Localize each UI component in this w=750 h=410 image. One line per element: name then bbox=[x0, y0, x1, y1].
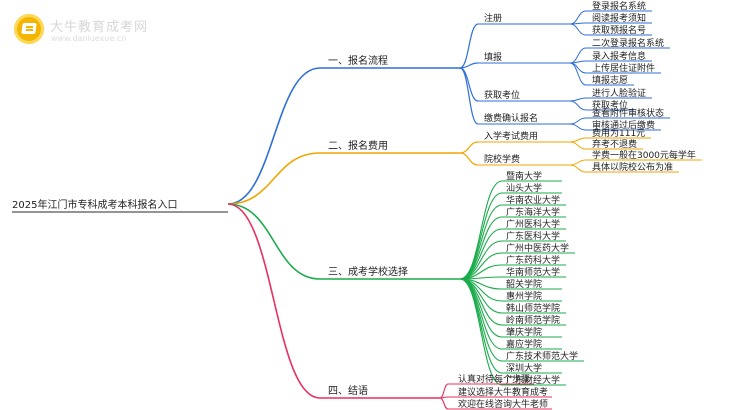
branch-connector bbox=[227, 67, 321, 205]
leaf-connector bbox=[569, 123, 587, 131]
conclusion-connector bbox=[439, 383, 449, 399]
school-connector bbox=[459, 278, 503, 374]
logo-icon bbox=[14, 14, 44, 44]
step-connector bbox=[459, 152, 479, 166]
leaf-label: 登录报名系统 bbox=[592, 0, 646, 12]
school-item: 韩山师范学院 bbox=[506, 302, 560, 314]
conclusion-item: 欢迎在线咨询大牛老师 bbox=[458, 398, 548, 410]
leaf-connector bbox=[569, 23, 587, 36]
branch-label: 三、成考学校选择 bbox=[328, 265, 408, 278]
school-item: 广州医科大学 bbox=[506, 218, 560, 230]
watermark: 大牛教育成考网 www.daniuexue.cn bbox=[14, 14, 194, 48]
leaf-connector bbox=[569, 164, 587, 173]
leaf-label: 查看附件审核状态 bbox=[592, 107, 664, 119]
school-item: 广东财经大学 bbox=[506, 374, 560, 386]
leaf-label: 学费一般在3000元每学年 bbox=[592, 149, 696, 161]
school-item: 华南师范大学 bbox=[506, 266, 560, 278]
school-item: 深圳大学 bbox=[506, 362, 542, 374]
watermark-title: 大牛教育成考网 bbox=[50, 20, 149, 35]
school-item: 暨南大学 bbox=[506, 170, 542, 182]
step-label: 填报 bbox=[484, 51, 502, 63]
leaf-connector bbox=[569, 97, 587, 102]
leaf-label: 填报志愿 bbox=[592, 74, 628, 86]
leaf-connector bbox=[569, 141, 587, 150]
leaf-label: 审核通过后缴费 bbox=[592, 119, 655, 131]
watermark-url: www.daniuexue.cn bbox=[51, 34, 127, 43]
leaf-label: 获取预报名号 bbox=[592, 24, 646, 36]
root-node: 2025年江门市专科成考本科报名入口 bbox=[12, 198, 177, 211]
leaf-connector bbox=[569, 62, 587, 86]
school-item: 汕头大学 bbox=[506, 182, 542, 194]
leaf-label: 获取考位 bbox=[592, 99, 628, 111]
step-connector bbox=[459, 23, 479, 69]
leaf-label: 二次登录报名系统 bbox=[592, 37, 664, 49]
school-item: 嘉应学院 bbox=[506, 338, 542, 350]
school-item: 肇庆学院 bbox=[506, 326, 542, 338]
step-label: 院校学费 bbox=[484, 153, 520, 165]
step-label: 获取考位 bbox=[484, 89, 520, 101]
step-label: 缴费确认报名 bbox=[484, 112, 538, 124]
branch-connector bbox=[227, 203, 321, 280]
branch-connector bbox=[227, 203, 321, 399]
leaf-connector bbox=[569, 137, 587, 143]
leaf-label: 费用为111元 bbox=[592, 127, 645, 139]
conclusion-connector bbox=[439, 397, 449, 410]
leaf-label: 具体以院校公布为准 bbox=[592, 161, 673, 173]
leaf-connector bbox=[569, 10, 587, 25]
school-item: 广东海洋大学 bbox=[506, 206, 560, 218]
leaf-label: 上传居住证附件 bbox=[592, 62, 655, 74]
step-label: 入学考试费用 bbox=[484, 130, 538, 142]
branch-label: 一、报名流程 bbox=[328, 54, 388, 67]
school-item: 韶关学院 bbox=[506, 278, 542, 290]
school-connector bbox=[459, 216, 503, 280]
step-connector bbox=[459, 141, 479, 154]
leaf-label: 弃考不退费 bbox=[592, 138, 637, 150]
step-label: 注册 bbox=[484, 12, 502, 24]
branch-label: 二、报名费用 bbox=[328, 139, 388, 152]
leaf-connector bbox=[569, 100, 587, 111]
branch-label: 四、结语 bbox=[328, 384, 368, 397]
school-connector bbox=[459, 278, 503, 386]
school-connector bbox=[459, 278, 503, 362]
leaf-label: 录入报考信息 bbox=[592, 50, 646, 62]
leaf-connector bbox=[569, 159, 587, 166]
conclusion-item: 认真对待每个步骤 bbox=[458, 373, 530, 385]
school-item: 华南农业大学 bbox=[506, 194, 560, 206]
leaf-label: 进行人脸验证 bbox=[592, 87, 646, 99]
school-item: 广州中医药大学 bbox=[506, 242, 569, 254]
leaf-label: 阅读报考须知 bbox=[592, 12, 646, 24]
school-item: 广东技术师范大学 bbox=[506, 350, 578, 362]
school-item: 广东药科大学 bbox=[506, 254, 560, 266]
school-item: 岭南师范学院 bbox=[506, 314, 560, 326]
leaf-connector bbox=[569, 117, 587, 125]
branch-connector bbox=[227, 152, 321, 205]
step-connector bbox=[459, 67, 479, 125]
school-item: 广东医科大学 bbox=[506, 230, 560, 242]
school-item: 惠州学院 bbox=[506, 290, 542, 302]
step-connector bbox=[459, 62, 479, 69]
conclusion-item: 建议选择大牛教育成考 bbox=[458, 386, 548, 398]
